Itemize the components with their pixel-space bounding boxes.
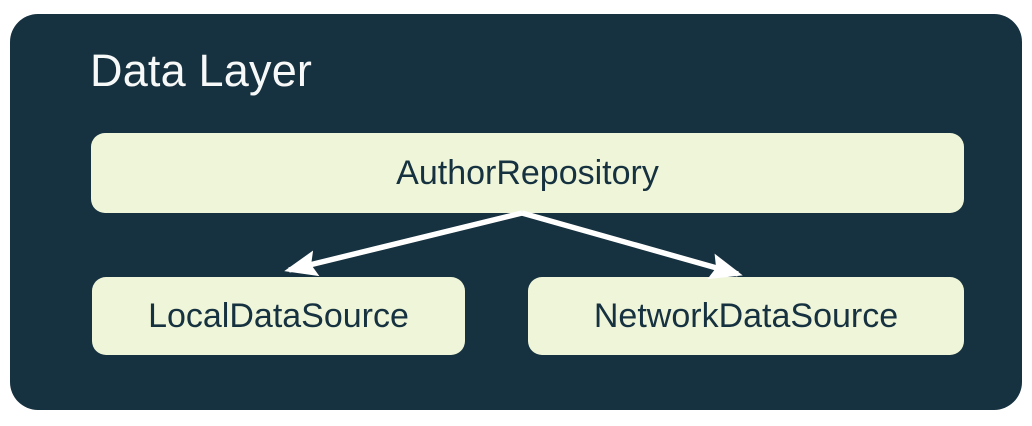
node-author-repository: AuthorRepository xyxy=(91,133,964,213)
node-network-data-source-label: NetworkDataSource xyxy=(593,296,899,335)
node-author-repository-label: AuthorRepository xyxy=(396,153,659,192)
arrow-repository-to-local xyxy=(284,210,523,277)
node-local-data-source: LocalDataSource xyxy=(92,277,465,355)
node-network-data-source: NetworkDataSource xyxy=(528,277,964,355)
data-layer-container: Data Layer AuthorRepository LocalDataSou… xyxy=(10,14,1022,410)
arrow-repository-to-network xyxy=(521,210,743,280)
diagram-title: Data Layer xyxy=(90,45,313,96)
node-local-data-source-label: LocalDataSource xyxy=(148,296,409,335)
